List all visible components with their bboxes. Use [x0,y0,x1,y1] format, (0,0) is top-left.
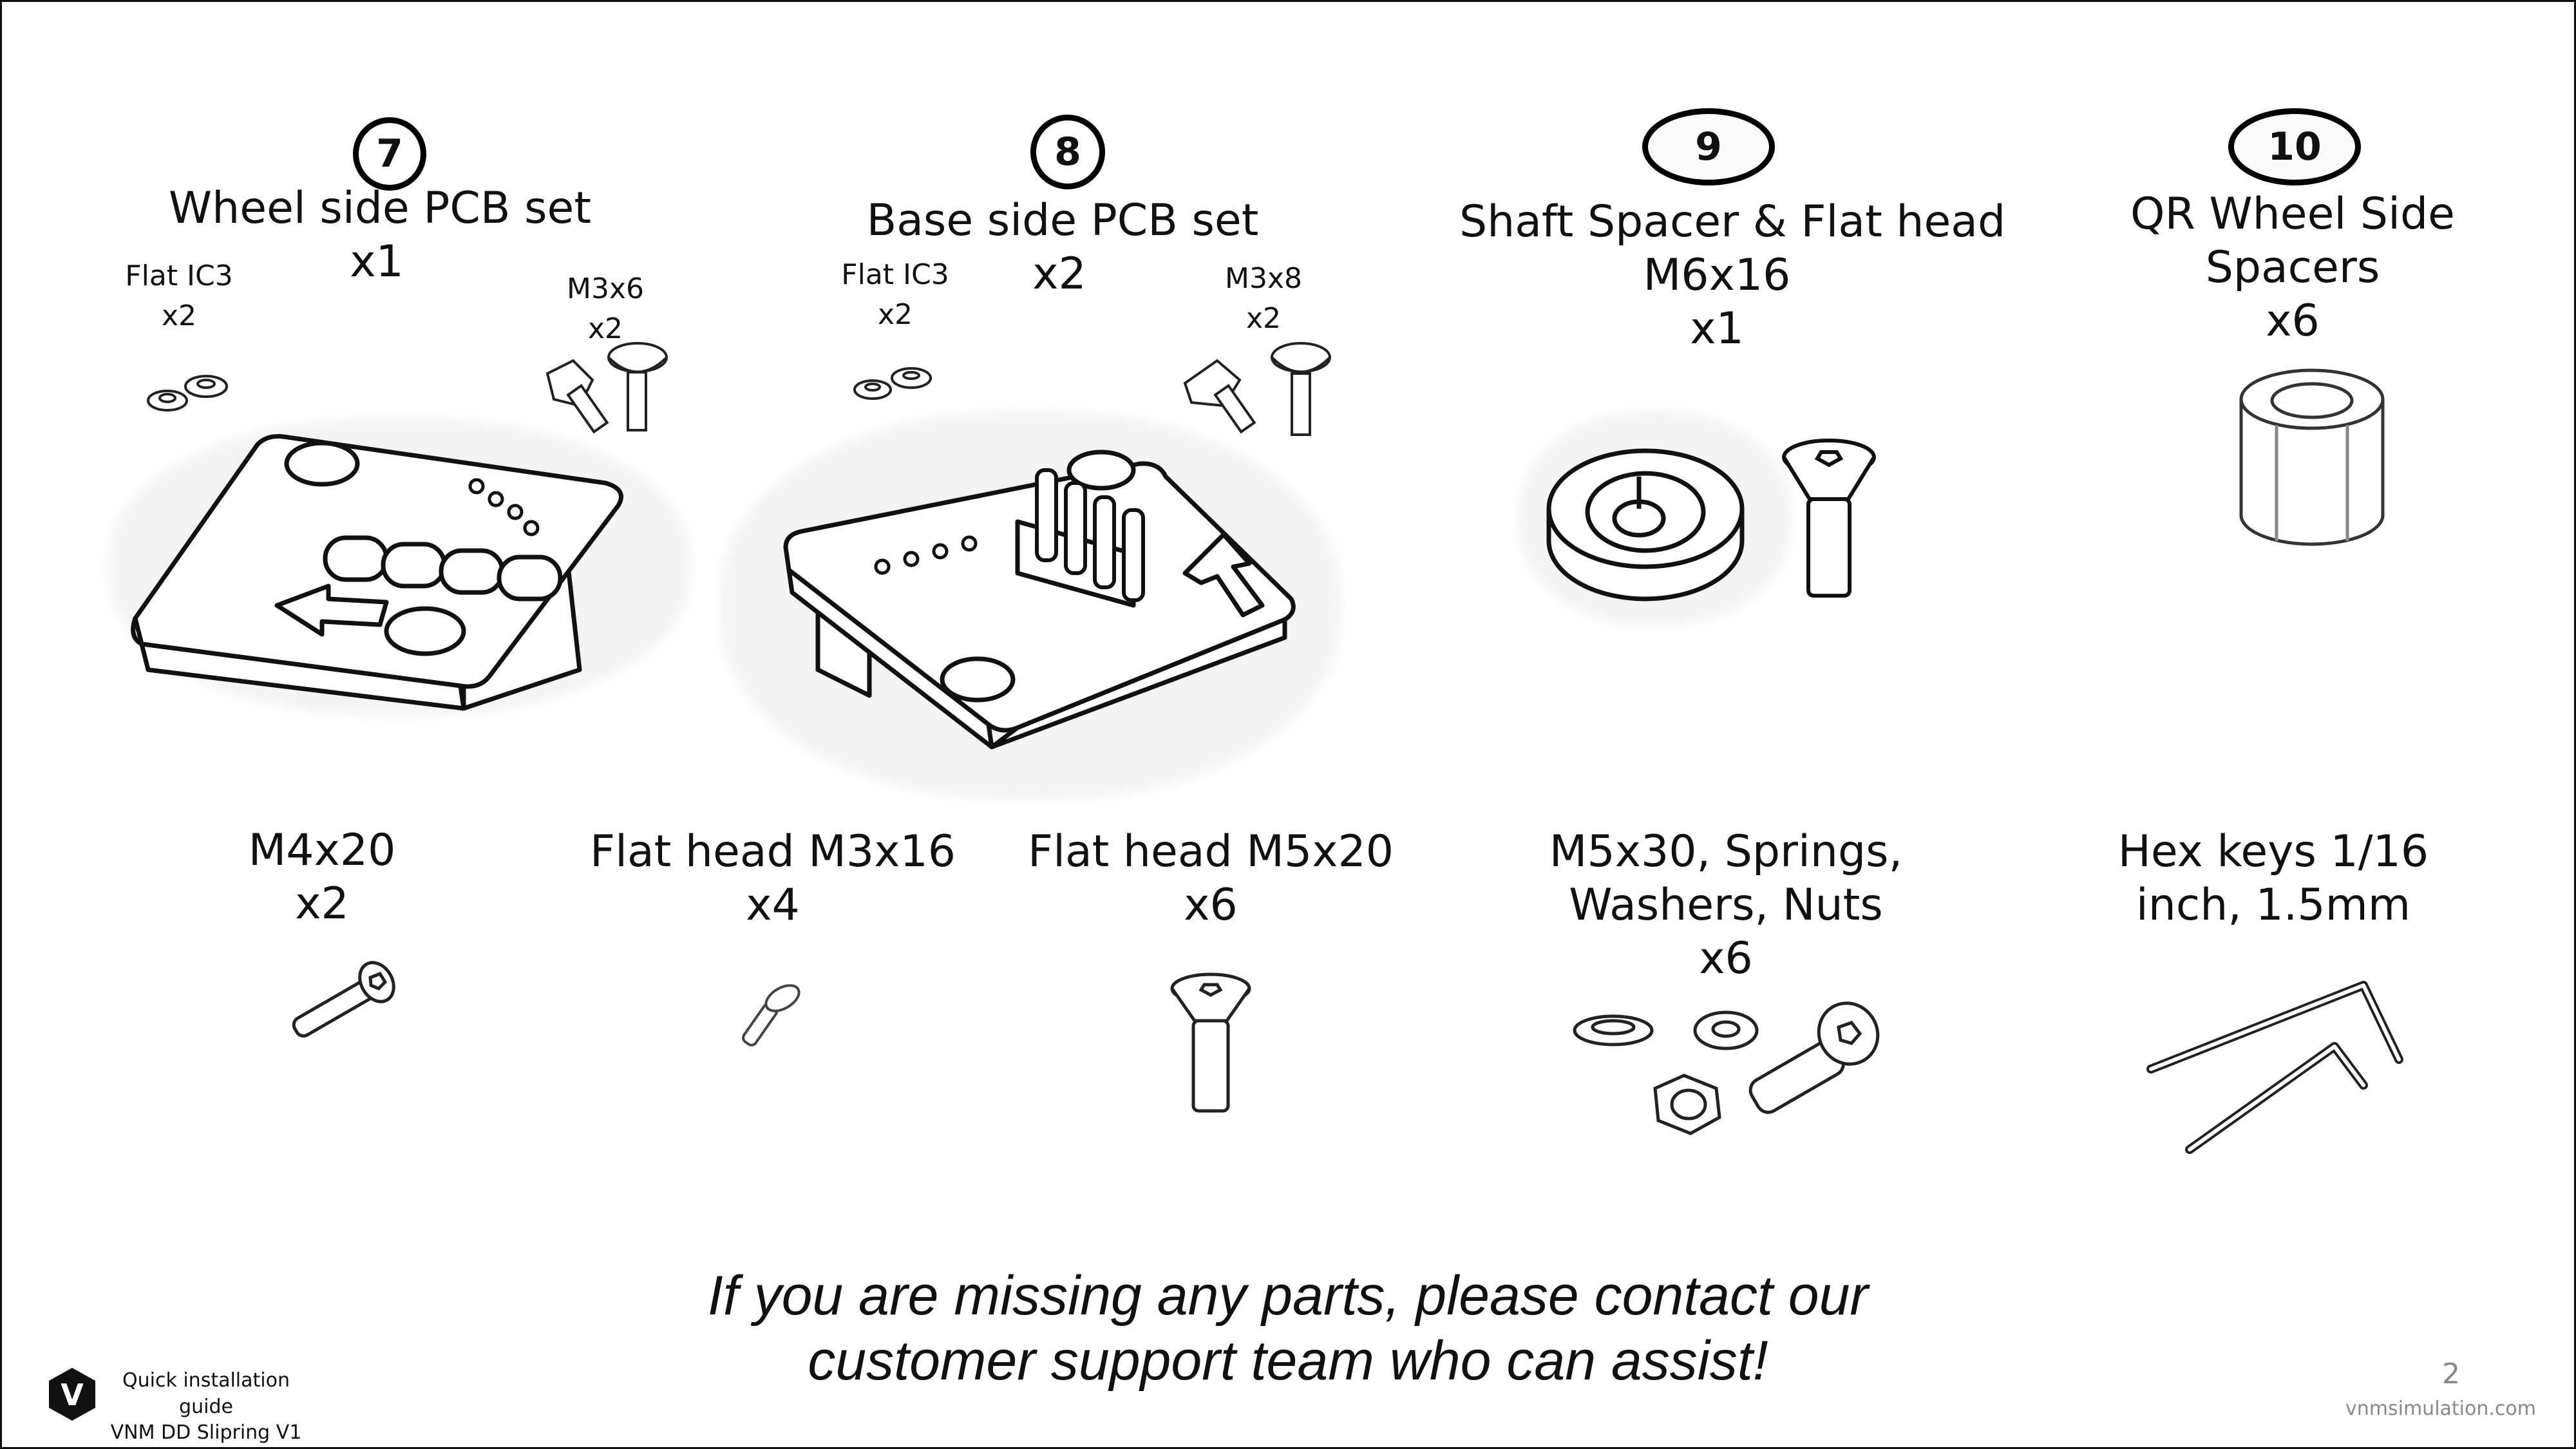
kit-10-title-line-2: Spacers [2205,242,2380,293]
m3x6-screws-drawing [545,342,668,434]
kit-8-part-1-qty: x2 [877,298,913,331]
missing-parts-message: If you are missing any parts, please con… [0,1264,2576,1393]
kit-10-title-line-1: QR Wheel Side [2130,189,2455,240]
qr-wheel-spacer-drawing [2239,368,2385,546]
hardware-5-line-2: inch, 1.5mm [2136,879,2411,931]
m3x8-screws-drawing [1183,342,1331,436]
flat-ic3-washers-drawing [853,367,932,400]
hardware-hex-keys-label: Hex keys 1/16 inch, 1.5mm [2080,826,2467,933]
hardware-2-line-2: x4 [746,879,800,931]
kit-8-title: Base side PCB set x2 [811,194,1327,301]
hardware-4-line-3: x6 [1699,933,1753,984]
kit-9-title-line-2: M6x16 [1643,249,1791,301]
step-8-badge: 8 [1030,115,1105,189]
kit-7-part-m3x6: M3x6 x2 [528,269,683,348]
step-10-badge: 10 [2228,108,2361,185]
m5x30-spring-washer-nut-drawing [1573,1001,1880,1135]
kit-7-part-flat-ic3: Flat IC3 x2 [102,256,256,336]
hardware-1-line-2: x2 [295,878,349,929]
hardware-m5x30-label: M5x30, Springs, Washers, Nuts x6 [1533,826,1919,986]
kit-9-title-line-3: x1 [1690,303,1744,354]
guide-title: Quick installation guide [122,1369,290,1418]
hardware-3-line-1: Flat head M5x20 [1027,826,1394,877]
hardware-flat-head-m5x20-label: Flat head M5x20 x6 [1018,826,1404,933]
kit-9-title-line-1: Shaft Spacer & Flat head [1459,196,2006,247]
kit-8-part-m3x8: M3x8 x2 [1186,259,1341,338]
base-side-pcb-drawing [783,450,1296,750]
flat-head-m5x20-drawing [1170,972,1251,1113]
step-7-number: 7 [376,131,403,176]
flat-ic3-washers-drawing [147,375,228,412]
m4x20-screw-drawing [292,961,395,1038]
kit-10-title-line-3: x6 [2266,295,2320,346]
hardware-flat-head-m3x16-label: Flat head M3x16 x4 [580,826,966,933]
logo-letter: V [61,1378,84,1412]
website-text: vnmsimulation.com [2345,1397,2536,1420]
kit-10-title: QR Wheel Side Spacers x6 [2035,188,2550,348]
kit-7-part-1-name: Flat IC3 [125,260,233,292]
kit-8-title-line-2: x2 [1032,248,1086,299]
kit-8-part-1-name: Flat IC3 [841,258,949,291]
step-9-number: 9 [1695,124,1722,169]
guide-info: Quick installation guide VNM DD Slipring… [103,1368,309,1446]
vnm-logo-icon: V [49,1368,95,1421]
flat-head-m6x16-drawing [1782,439,1876,598]
kit-8-part-2-name: M3x8 [1225,262,1302,295]
step-9-badge: 9 [1642,108,1775,185]
shaft-spacer-drawing [1546,448,1745,601]
kit-7-part-1-qty: x2 [161,299,197,332]
hardware-4-line-1: M5x30, Springs, [1549,826,1903,877]
hardware-4-line-2: Washers, Nuts [1569,879,1883,931]
guide-product: VNM DD Slipring V1 [110,1421,302,1444]
kit-7-title-line-2: x1 [350,236,404,287]
missing-parts-line-1: If you are missing any parts, please con… [707,1265,1869,1327]
kit-8-part-2-qty: x2 [1245,301,1282,335]
hardware-3-line-2: x6 [1184,879,1238,931]
step-10-number: 10 [2268,124,2322,169]
kit-7-part-2-name: M3x6 [567,272,644,305]
kit-8-title-line-1: Base side PCB set [866,195,1259,246]
step-7-badge: 7 [353,117,426,191]
wheel-side-pcb-drawing [131,434,623,711]
kit-9-title: Shaft Spacer & Flat head M6x16 x1 [1459,196,2006,356]
missing-parts-line-2: customer support team who can assist! [808,1329,1768,1392]
page-number: 2 [2442,1358,2460,1390]
hex-keys-drawing [2146,981,2403,1154]
kit-8-part-flat-ic3: Flat IC3 x2 [818,255,972,334]
hardware-5-line-1: Hex keys 1/16 [2117,826,2429,877]
kit-7-title: Wheel side PCB set x1 [122,182,638,289]
kit-7-part-2-qty: x2 [587,312,623,345]
hardware-2-line-1: Flat head M3x16 [589,826,956,877]
hardware-m4x20-label: M4x20 x2 [193,824,451,931]
flat-head-m3x16-drawing [742,984,800,1046]
kit-7-title-line-1: Wheel side PCB set [168,183,592,234]
hardware-1-line-1: M4x20 [248,825,396,876]
step-8-number: 8 [1054,129,1081,175]
